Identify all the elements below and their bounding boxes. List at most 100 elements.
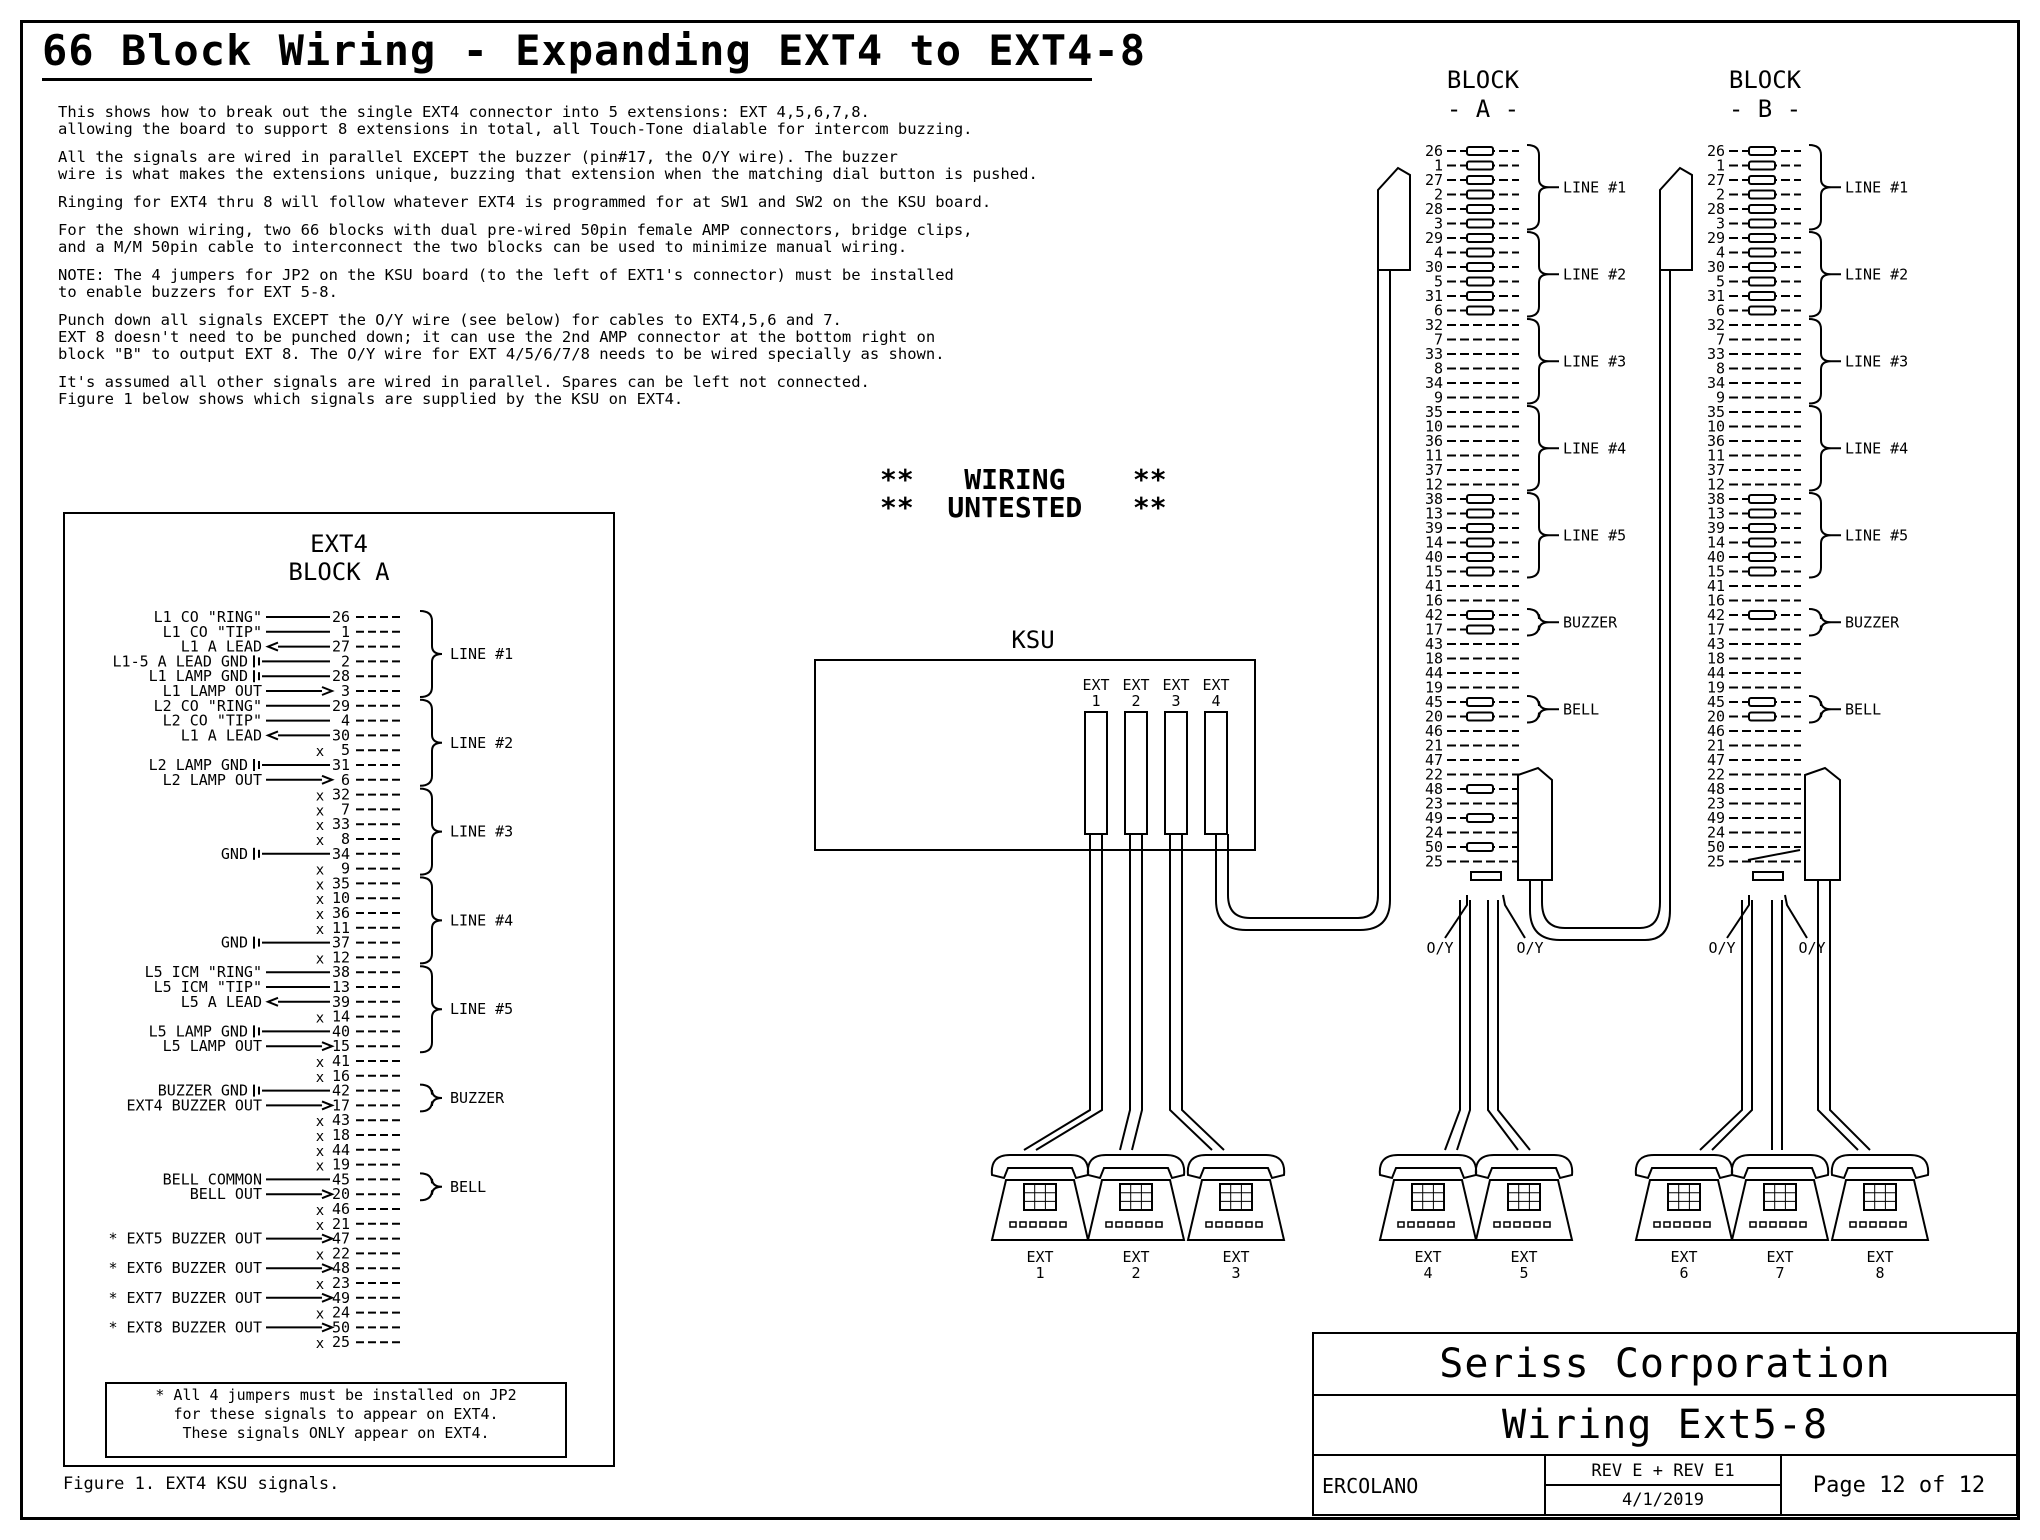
block-pin-number: 20: [1425, 708, 1443, 726]
block-pin-number: 21: [1425, 737, 1443, 755]
untested-warning: ** WIRING ** ** UNTESTED **: [880, 463, 1167, 524]
phone-button: [1447, 1221, 1455, 1228]
phone-button: [1849, 1221, 1857, 1228]
drawing-name: Wiring Ext5-8: [1314, 1396, 2016, 1456]
unused-pin-mark: x: [316, 803, 324, 819]
signal-label: L1-5 A LEAD GND: [113, 652, 248, 670]
block-pin-number: 32: [1425, 316, 1443, 334]
phone-button: [1009, 1221, 1017, 1228]
block-pin-number: 26: [1707, 142, 1725, 160]
block-pin-number: 11: [1425, 447, 1443, 465]
ext-cable: [1181, 834, 1225, 1151]
block-pin-number: 13: [1425, 505, 1443, 523]
unused-pin-mark: x: [316, 951, 324, 967]
block-group-label: LINE #4: [1845, 439, 1908, 457]
bridge-clip: [1466, 508, 1494, 519]
block-pin-number: 45: [1707, 693, 1725, 711]
page-title: 66 Block Wiring - Expanding EXT4 to EXT4…: [42, 26, 1147, 75]
ksu-port-label: EXT: [1202, 676, 1229, 694]
phone-button: [1869, 1221, 1877, 1228]
bridge-clip: [1466, 711, 1494, 722]
bridge-clip: [1466, 537, 1494, 548]
ext-cable: [1456, 900, 1471, 1151]
title-underline: [42, 78, 1092, 81]
ext-cable: [1131, 834, 1143, 1151]
pin-number: 49: [332, 1289, 350, 1307]
pin-number: 39: [332, 993, 350, 1011]
bridge-clip: [1466, 697, 1494, 707]
block-pin-number: 25: [1707, 853, 1725, 871]
phone-button: [1759, 1221, 1767, 1228]
signal-label: BUZZER GND: [158, 1082, 248, 1100]
phone-button: [1049, 1221, 1057, 1228]
dial-pad-icon: [1023, 1183, 1057, 1211]
dial-pad-icon: [1119, 1183, 1153, 1211]
bridge-clip: [1748, 711, 1776, 722]
bridge-clip: [1748, 276, 1776, 287]
ksu-port-label: 2: [1131, 692, 1140, 710]
block-group-label: BELL: [1563, 700, 1599, 718]
intro-paragraph: Punch down all signals EXCEPT the O/Y wi…: [58, 311, 945, 363]
pin-number: 13: [332, 978, 350, 996]
handset: [1086, 1154, 1186, 1180]
block-pin-number: 41: [1425, 577, 1443, 595]
block-pin-number: 49: [1425, 809, 1443, 827]
bridge-clip: [1748, 537, 1776, 548]
block-pin-number: 14: [1425, 534, 1443, 552]
block-pin-number: 2: [1434, 186, 1443, 204]
pin-number: 41: [332, 1052, 350, 1070]
bridge-clip: [1748, 247, 1776, 258]
block-pin-number: 44: [1425, 664, 1443, 682]
dial-pad-icon: [1507, 1183, 1541, 1211]
block-pin-number: 29: [1425, 229, 1443, 247]
block-group-label: LINE #5: [1845, 526, 1908, 544]
ext-cable: [1817, 880, 1859, 1151]
pin-number: 11: [332, 919, 350, 937]
amp-connector: [1804, 766, 1841, 881]
pin-number: 19: [332, 1156, 350, 1174]
unused-pin-mark: x: [316, 1336, 324, 1352]
block-pin-number: 17: [1707, 621, 1725, 639]
block-group-label: LINE #3: [1563, 352, 1626, 370]
figure-title-line: EXT4: [310, 530, 368, 558]
arrow-out: [321, 1233, 335, 1244]
oy-wire: [1784, 894, 1808, 939]
pin-number: 45: [332, 1170, 350, 1188]
unused-pin-mark: x: [316, 922, 324, 938]
phone-button: [1533, 1221, 1541, 1228]
block-pin-number: 32: [1707, 316, 1725, 334]
unused-pin-mark: x: [316, 1307, 324, 1323]
oy-label: O/Y: [1426, 939, 1453, 957]
block-bottom-lug: [1470, 871, 1502, 881]
unused-pin-mark: x: [316, 1129, 324, 1145]
pin-number: 15: [332, 1037, 350, 1055]
phone-button: [1039, 1221, 1047, 1228]
group-label: LINE #3: [450, 823, 513, 841]
block-pin-number: 36: [1707, 432, 1725, 450]
pin-number: 30: [332, 726, 350, 744]
phone-ext4: EXT4: [1378, 1154, 1478, 1282]
pin-number: 38: [332, 963, 350, 981]
phone-button: [1225, 1221, 1233, 1228]
signal-label: L1 A LEAD: [181, 726, 262, 744]
bridge-clip: [1748, 291, 1776, 301]
oy-label: O/Y: [1516, 939, 1543, 957]
bridge-clip: [1748, 523, 1776, 533]
pin-number: 47: [332, 1230, 350, 1248]
bridge-clip: [1748, 305, 1776, 316]
bridge-clip: [1466, 204, 1494, 214]
block-pin-number: 50: [1425, 838, 1443, 856]
unused-pin-mark: x: [316, 907, 324, 923]
bridge-clip: [1748, 494, 1776, 504]
phone-button: [1235, 1221, 1243, 1228]
block-group-label: LINE #5: [1563, 526, 1626, 544]
ksu-label: KSU: [1011, 626, 1054, 654]
block-pin-number: 3: [1716, 215, 1725, 233]
signal-label: L2 LAMP GND: [149, 756, 248, 774]
block-pin-number: 48: [1425, 780, 1443, 798]
block-bottom-lug: [1752, 871, 1784, 881]
phone-label: 3: [1231, 1264, 1240, 1282]
oy-wire: [1726, 895, 1750, 939]
jumper-footnote: * All 4 jumpers must be installed on JP2…: [105, 1382, 567, 1458]
